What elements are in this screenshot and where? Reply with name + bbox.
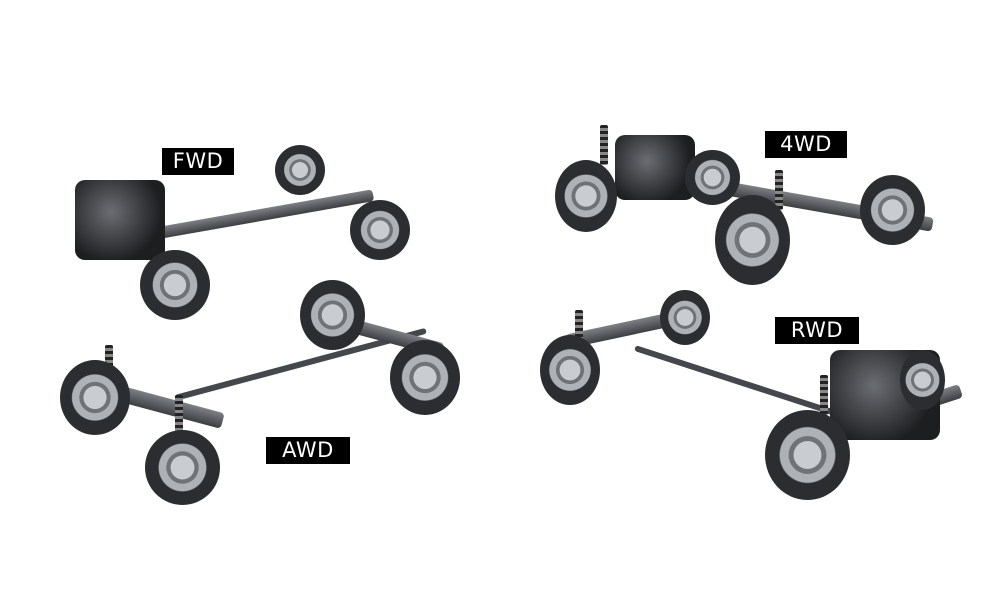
fwd-engine xyxy=(75,180,165,260)
4wd-engine xyxy=(615,135,695,200)
awd-front-left-wheel xyxy=(60,360,130,435)
awd-chassis-illustration xyxy=(55,275,465,505)
fwd-label: FWD xyxy=(162,148,234,175)
4wd-rear-strut xyxy=(775,170,783,210)
awd-front-right-strut xyxy=(175,395,183,440)
fwd-rear-wheel xyxy=(350,200,410,260)
awd-label: AWD xyxy=(266,437,350,464)
rwd-front-left-wheel xyxy=(765,410,850,500)
fwd-chassis-illustration xyxy=(55,140,420,320)
awd-rear-left-wheel xyxy=(300,280,365,350)
awd-rear-right-wheel xyxy=(390,340,460,415)
4wd-front-left-wheel xyxy=(555,160,617,232)
awd-front-right-wheel xyxy=(145,430,220,505)
fwd-front-wheel xyxy=(140,250,210,320)
fwd-rear-left-wheel xyxy=(275,145,325,195)
fwd-frame xyxy=(135,189,375,243)
4wd-chassis-illustration xyxy=(555,120,950,290)
rwd-rear-strut xyxy=(575,310,583,340)
4wd-rear-left-wheel xyxy=(715,195,790,285)
rwd-label: RWD xyxy=(775,317,859,344)
rwd-front-strut xyxy=(820,375,828,415)
rwd-front-right-wheel xyxy=(900,350,945,410)
4wd-front-right-wheel xyxy=(685,150,740,205)
4wd-label: 4WD xyxy=(765,131,847,158)
rwd-rear-right-wheel xyxy=(660,290,710,345)
4wd-rear-right-wheel xyxy=(860,175,925,245)
4wd-front-strut xyxy=(600,125,608,165)
rwd-rear-left-wheel xyxy=(540,335,600,405)
rwd-chassis-illustration xyxy=(535,280,965,500)
